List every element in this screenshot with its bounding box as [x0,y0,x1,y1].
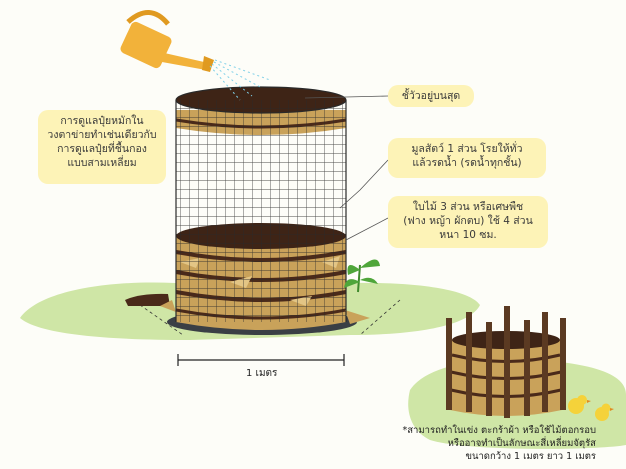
scale-bar [177,354,345,366]
note-middle-right-line-1: มูลสัตว์ 1 ส่วน โรยให้ทั่ว [411,143,523,155]
note-top-right: ชั้วัวอยู่บนสุด [388,85,474,107]
wire-mesh-bin-icon [175,86,347,322]
footnote-line-1: *สามารถทำในเข่ง ตะกร้าผ้า หรือใช้ไม้ตอกร… [402,425,596,436]
note-left-line-3: การดูแลปุ๋ยที่ชื้นกอง [57,143,147,155]
note-left-line-4: แบบสามเหลี่ยม [67,157,137,169]
scale-label: 1 เมตร [246,368,278,379]
note-left-line-1: การดูแลปุ๋ยหมักใน [60,115,144,127]
note-top-right-line-1: ชั้วัวอยู่บนสุด [401,90,461,102]
note-middle-right: มูลสัตว์ 1 ส่วน โรยให้ทั่ว แล้วรดน้ำ (รด… [388,138,546,178]
soil-patch [125,293,170,306]
watering-can-icon [120,10,271,101]
note-bottom-right-line-2: (ฟาง หญ้า ผักตบ) ใช้ 4 ส่วน [403,215,533,227]
note-bottom-right-line-3: หนา 10 ซม. [439,229,497,241]
footnote-line-3: ขนาดกว้าง 1 เมตร ยาว 1 เมตร [465,451,596,462]
note-left: การดูแลปุ๋ยหมักใน วงตาข่ายทำเช่นเดียวกับ… [38,110,166,184]
note-middle-right-line-2: แล้วรดน้ำ (รดน้ำทุกชั้น) [412,157,522,169]
leader-lines [304,95,389,241]
seedling-icon [344,259,380,293]
footnote-line-2: หรืออาจทำเป็นลักษณะสี่เหลี่ยมจัตุรัส [447,438,596,449]
note-bottom-right-line-1: ใบไม้ 3 ส่วน หรือเศษพืช [412,201,524,213]
note-left-line-2: วงตาข่ายทำเช่นเดียวกับ [47,129,157,141]
wooden-stake-bin-icon [446,306,566,418]
chick-icon [568,395,614,421]
footnote: *สามารถทำในเข่ง ตะกร้าผ้า หรือใช้ไม้ตอกร… [356,424,596,463]
note-bottom-right: ใบไม้ 3 ส่วน หรือเศษพืช (ฟาง หญ้า ผักตบ)… [388,196,548,248]
